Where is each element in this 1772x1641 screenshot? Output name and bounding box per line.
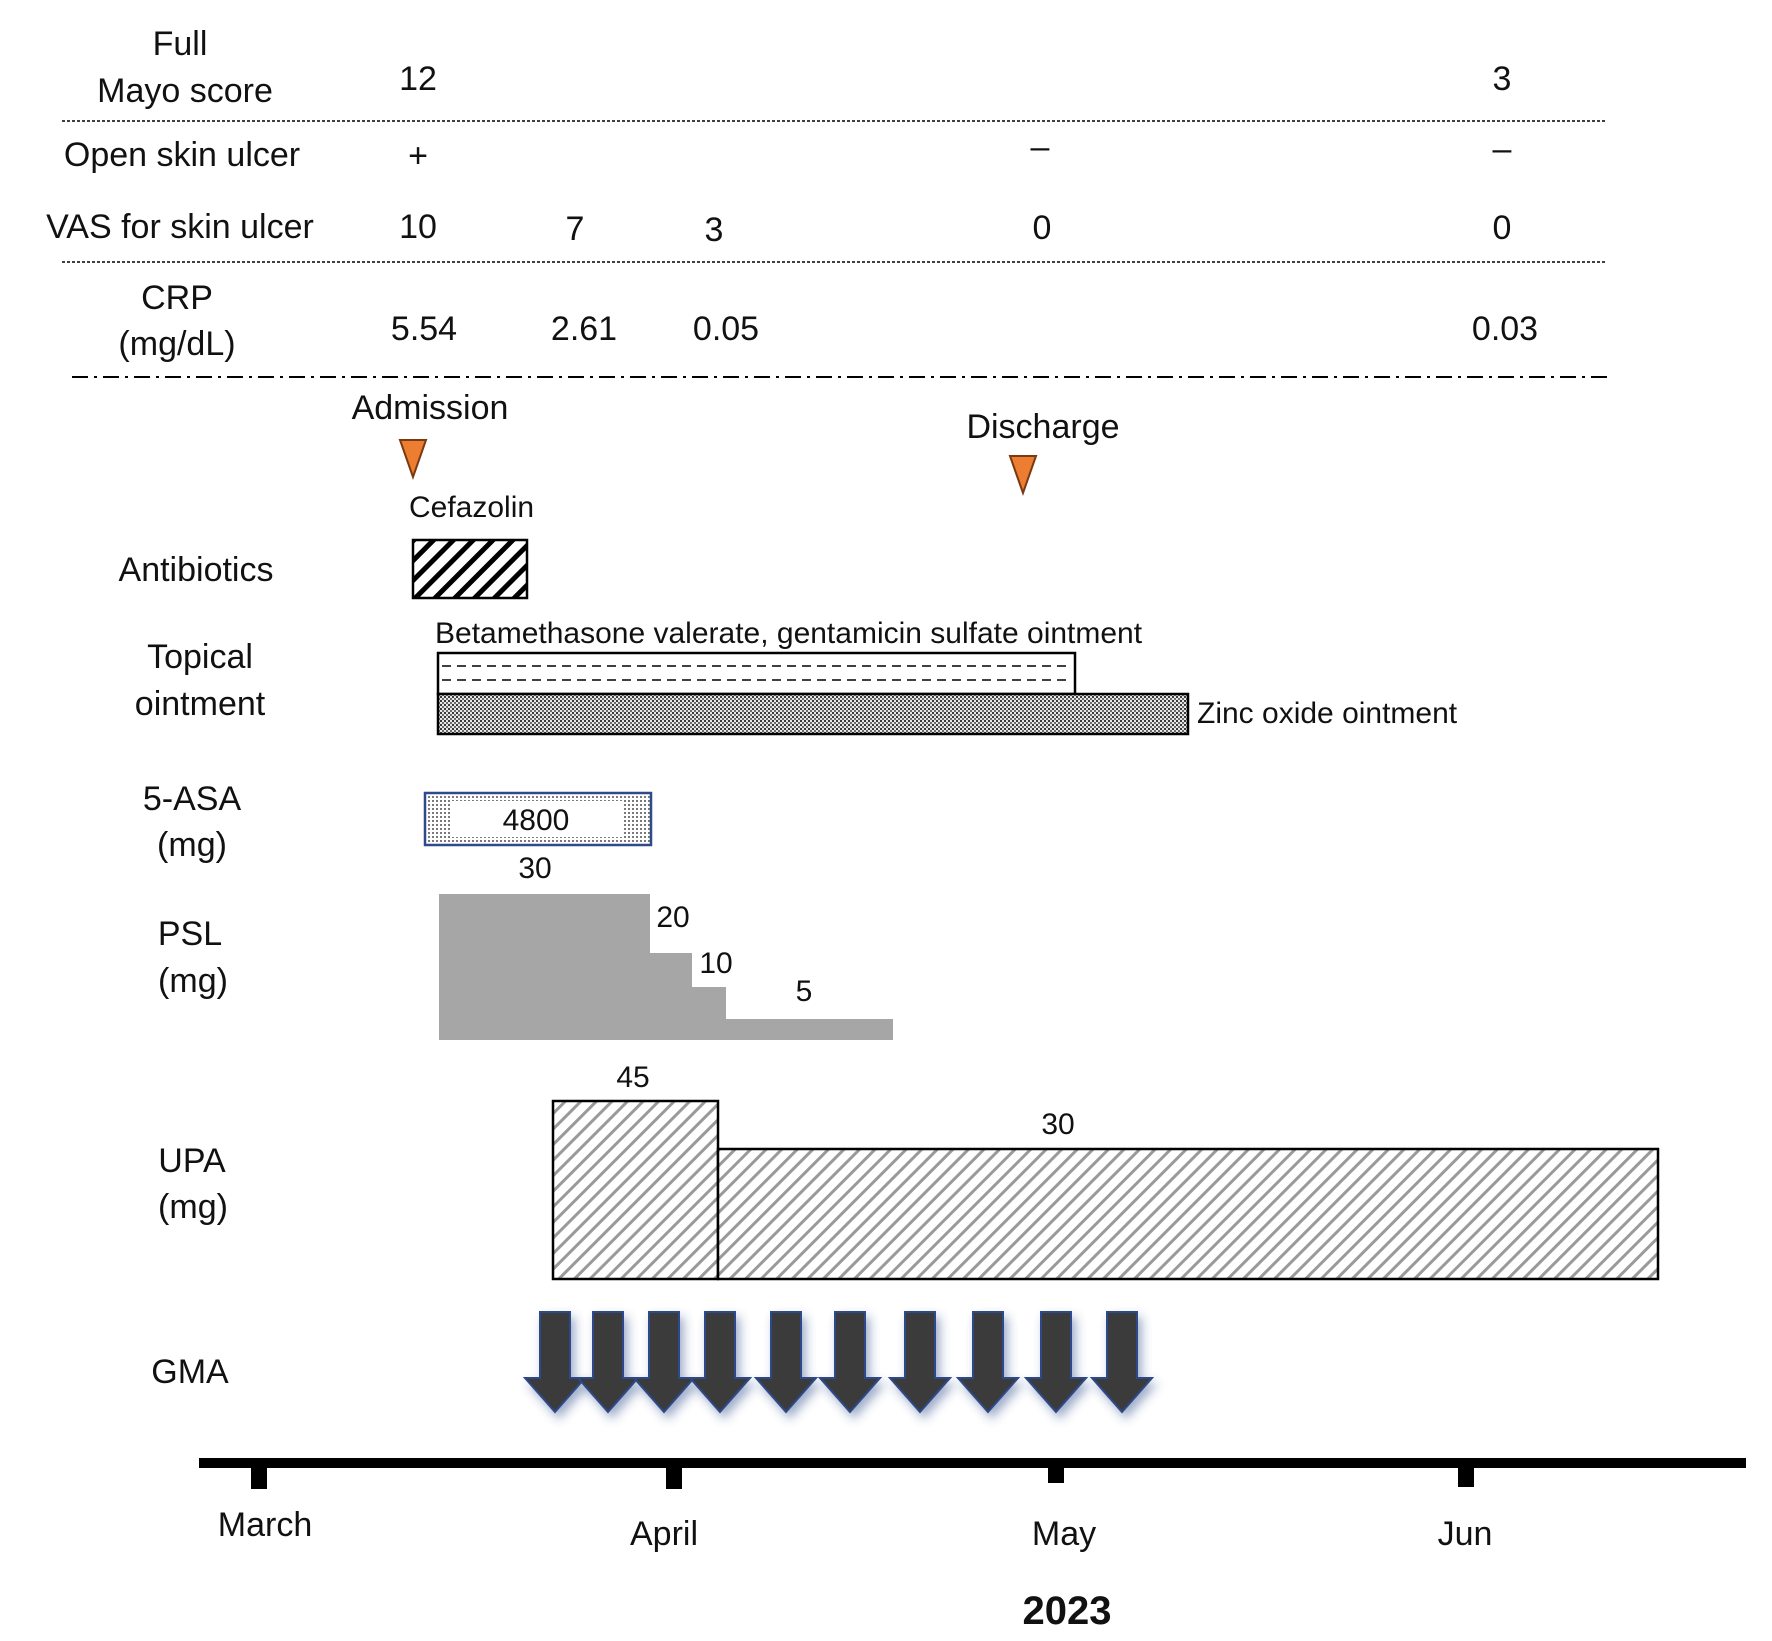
crp-value-1: 5.54 [391, 310, 457, 348]
asa-label-line2: (mg) [157, 826, 227, 864]
admission-label: Admission [352, 389, 509, 427]
topical-label-line2: ointment [135, 685, 266, 723]
discharge-marker-icon [1008, 455, 1038, 497]
gma-label: GMA [151, 1353, 229, 1391]
vas-value-5: 0 [1493, 209, 1512, 247]
vas-value-1: 10 [399, 208, 437, 246]
gma-arrow-icon [575, 1311, 641, 1414]
gma-arrow-icon [1089, 1311, 1155, 1414]
cefazolin-bar [411, 538, 529, 600]
tick-march [251, 1465, 267, 1489]
asa-dose-label: 4800 [503, 804, 570, 837]
mayo-label-line1: Full [153, 25, 208, 63]
ulcer-value-admission: + [408, 137, 428, 175]
psl-dose-5: 5 [796, 975, 813, 1008]
gma-arrow-icon [687, 1311, 753, 1414]
betamethasone-label: Betamethasone valerate, gentamicin sulfa… [435, 617, 1143, 650]
antibiotics-label: Antibiotics [119, 551, 274, 589]
month-march: March [218, 1506, 312, 1544]
zinc-oxide-label: Zinc oxide ointment [1197, 697, 1458, 730]
upa-label-line2: (mg) [158, 1188, 228, 1226]
asa-label-line1: 5-ASA [143, 780, 242, 818]
upa-label-line1: UPA [158, 1142, 226, 1180]
betamethasone-bar [436, 651, 1077, 696]
crp-label-line2: (mg/dL) [118, 325, 235, 363]
gma-arrow-icon [522, 1311, 588, 1414]
psl-label-line1: PSL [158, 915, 222, 953]
gma-arrow-icon [955, 1311, 1021, 1414]
ulcer-value-june: – [1493, 130, 1512, 168]
cefazolin-label: Cefazolin [409, 491, 534, 524]
month-april: April [630, 1515, 698, 1553]
psl-dose-30: 30 [518, 852, 551, 885]
asa-bar [423, 791, 653, 847]
tick-may [1048, 1465, 1064, 1483]
admission-marker-icon [398, 439, 428, 481]
vas-value-3: 3 [705, 211, 724, 249]
psl-dose-10: 10 [699, 947, 732, 980]
vas-label: VAS for skin ulcer [46, 208, 314, 246]
ulcer-value-discharge: – [1031, 128, 1050, 166]
gma-arrow-icon [1023, 1311, 1089, 1414]
mayo-value-june: 3 [1493, 60, 1512, 98]
tick-june [1458, 1465, 1474, 1487]
topical-label-line1: Topical [147, 638, 253, 676]
upa-dose-45: 45 [616, 1061, 649, 1094]
tick-april [666, 1465, 682, 1489]
upa-dose-30: 30 [1041, 1108, 1074, 1141]
year-label: 2023 [1023, 1589, 1112, 1633]
psl-dose-20: 20 [656, 901, 689, 934]
vas-value-2: 7 [566, 210, 585, 248]
month-june: Jun [1438, 1515, 1493, 1553]
discharge-label: Discharge [966, 408, 1119, 446]
psl-label-line2: (mg) [158, 962, 228, 1000]
gma-session-arrows [522, 1311, 1155, 1414]
gma-arrow-icon [887, 1311, 953, 1414]
mayo-label-line2: Mayo score [97, 72, 273, 110]
month-may: May [1032, 1515, 1096, 1553]
ulcer-label: Open skin ulcer [64, 136, 300, 174]
crp-value-2: 2.61 [551, 310, 617, 348]
psl-taper-area [439, 894, 893, 1040]
gma-arrow-icon [631, 1311, 697, 1414]
mayo-value-admission: 12 [399, 60, 437, 98]
upa-bar-30 [716, 1147, 1660, 1281]
crp-value-3: 0.05 [693, 310, 759, 348]
vas-value-4: 0 [1033, 209, 1052, 247]
zinc-oxide-bar [436, 692, 1190, 736]
upa-bar-45 [551, 1099, 720, 1281]
crp-label-line1: CRP [141, 279, 213, 317]
crp-value-4: 0.03 [1472, 310, 1538, 348]
gma-arrow-icon [817, 1311, 883, 1414]
gma-arrow-icon [753, 1311, 819, 1414]
